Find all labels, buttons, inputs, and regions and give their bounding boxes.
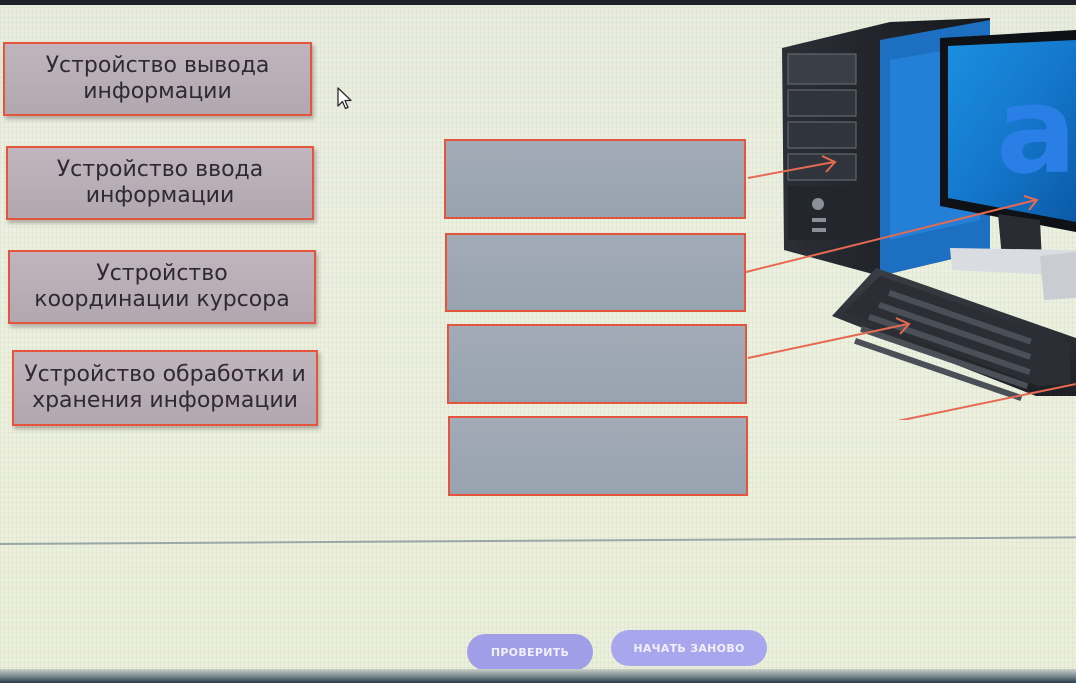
label-output-device-text: Устройство вывода информации bbox=[45, 53, 270, 104]
label-cursor-device-text: Устройство координации курсора bbox=[34, 261, 290, 312]
restart-button[interactable]: НАЧАТЬ ЗАНОВО bbox=[611, 630, 767, 666]
label-card-cursor-device[interactable]: Устройство координации курсора bbox=[8, 250, 316, 324]
label-card-processing-device[interactable]: Устройство обработки и хранения информац… bbox=[12, 350, 318, 426]
mouse-device-icon bbox=[1040, 252, 1076, 300]
drop-slot-3[interactable] bbox=[447, 324, 747, 404]
screen-bottom-edge bbox=[0, 669, 1076, 683]
connector-arrows bbox=[745, 155, 1076, 420]
drop-slot-4[interactable] bbox=[448, 416, 748, 496]
check-button[interactable]: ПРОВЕРИТЬ bbox=[467, 634, 593, 670]
svg-text:a: a bbox=[996, 62, 1076, 201]
section-divider bbox=[0, 536, 1076, 545]
drop-slot-2[interactable] bbox=[445, 233, 746, 312]
label-input-device-text: Устройство ввода информации bbox=[56, 157, 264, 208]
monitor-icon: a bbox=[940, 30, 1076, 276]
top-bar bbox=[0, 0, 1076, 5]
computer-illustration: a bbox=[745, 18, 1076, 420]
drop-slot-1[interactable] bbox=[444, 139, 746, 219]
label-card-input-device[interactable]: Устройство ввода информации bbox=[6, 146, 314, 220]
mouse-pointer-icon bbox=[337, 87, 352, 110]
keyboard-icon bbox=[832, 268, 1076, 401]
label-processing-device-text: Устройство обработки и хранения информац… bbox=[24, 362, 306, 413]
label-card-output-device[interactable]: Устройство вывода информации bbox=[3, 42, 312, 116]
